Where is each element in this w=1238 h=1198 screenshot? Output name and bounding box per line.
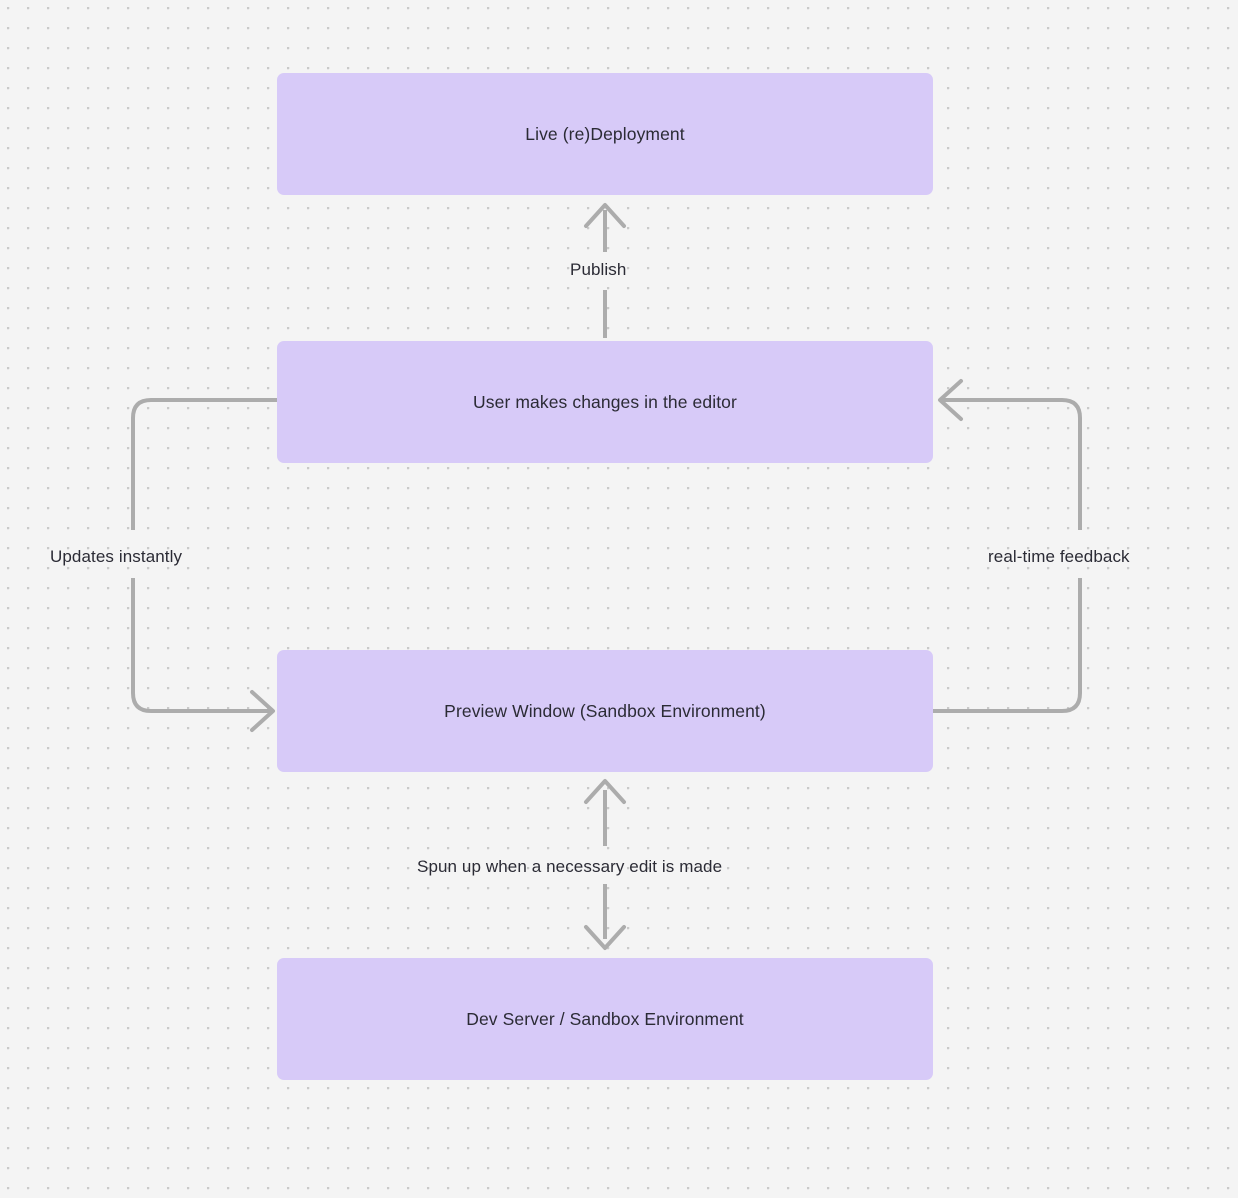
edge-feedback-arrowhead — [938, 379, 963, 421]
edge-label-updates-instantly: Updates instantly — [50, 547, 183, 566]
edge-label-publish: Publish — [570, 260, 627, 279]
edge-feedback-path-upper — [940, 398, 1082, 530]
node-preview-window[interactable]: Preview Window (Sandbox Environment) — [277, 650, 933, 772]
edge-spunup-arrowhead-up — [584, 779, 626, 804]
node-user-makes-changes-label: User makes changes in the editor — [473, 391, 737, 412]
edge-updates-path-upper — [131, 398, 277, 530]
edge-spunup-arrowhead-down — [584, 925, 626, 950]
edge-updates-path-lower — [131, 578, 273, 713]
edge-publish-arrowhead — [584, 203, 626, 228]
node-dev-server[interactable]: Dev Server / Sandbox Environment — [277, 958, 933, 1080]
node-live-redeployment[interactable]: Live (re)Deployment — [277, 73, 933, 195]
edge-label-spun-up: Spun up when a necessary edit is made — [417, 857, 723, 876]
node-live-redeployment-label: Live (re)Deployment — [525, 123, 685, 144]
edge-updates-arrowhead — [250, 690, 275, 732]
node-user-makes-changes[interactable]: User makes changes in the editor — [277, 341, 933, 463]
edge-feedback-path-lower — [933, 578, 1082, 713]
node-preview-window-label: Preview Window (Sandbox Environment) — [444, 700, 766, 721]
node-dev-server-label: Dev Server / Sandbox Environment — [466, 1008, 744, 1029]
edge-real-time-feedback — [933, 379, 1082, 713]
edge-label-real-time-feedback: real-time feedback — [988, 547, 1130, 566]
